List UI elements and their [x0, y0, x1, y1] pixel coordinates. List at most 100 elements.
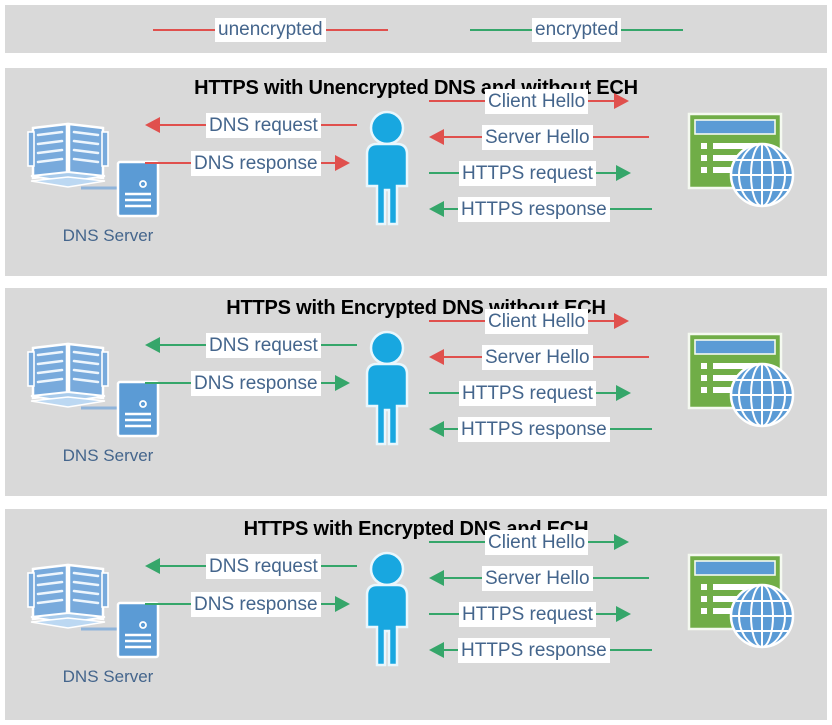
dns-server-node: DNS Server	[23, 557, 193, 686]
flow-label: Client Hello	[485, 88, 589, 114]
arrow-head-left	[145, 558, 160, 574]
flow-arrow-left: DNS request	[145, 553, 365, 579]
legend-line-encrypted-right	[621, 29, 684, 31]
arrow-head-right	[615, 385, 631, 401]
flow-arrow-right: HTTPS request	[429, 160, 691, 186]
flow-arrow-left: HTTPS response	[429, 637, 691, 663]
website-icon	[687, 112, 795, 208]
arrow-line	[444, 356, 482, 358]
flow-label: HTTPS request	[459, 380, 596, 406]
arrow-line	[444, 136, 482, 138]
server-rack-icon	[116, 160, 160, 218]
person-body	[365, 583, 409, 667]
arrow-line	[444, 208, 458, 210]
arrow-line	[609, 208, 652, 210]
dns-server-icon	[27, 342, 160, 438]
arrow-line	[592, 136, 649, 138]
arrow-line	[320, 565, 357, 567]
flow-arrow-right: DNS response	[145, 591, 365, 617]
arrow-line	[320, 162, 335, 164]
arrow-line	[145, 162, 191, 164]
person-head	[369, 110, 405, 146]
user-person-icon	[365, 110, 409, 226]
arrow-line	[429, 320, 485, 322]
flow-arrow-right: DNS response	[145, 150, 365, 176]
arrow-head-left	[429, 421, 444, 437]
client-user-node	[355, 330, 419, 448]
arrow-head-right	[614, 313, 630, 329]
arrow-line	[429, 100, 485, 102]
arrow-line	[444, 649, 458, 651]
flow-label: Client Hello	[485, 529, 589, 555]
person-body	[365, 142, 409, 226]
client-user-node	[355, 110, 419, 228]
server-rack-icon	[116, 380, 160, 438]
arrow-line	[588, 100, 615, 102]
scenario-panel-2: HTTPS with Encrypted DNS without ECH	[5, 288, 827, 496]
flow-arrow-left: DNS request	[145, 112, 365, 138]
flow-arrow-right: Client Hello	[429, 529, 691, 555]
arrow-line	[160, 565, 206, 567]
flow-label: DNS request	[206, 112, 321, 138]
arrow-head-right	[614, 93, 630, 109]
flow-arrow-right: HTTPS request	[429, 380, 691, 406]
person-head	[369, 551, 405, 587]
globe-icon	[729, 142, 795, 208]
server-rack-icon	[116, 601, 160, 659]
arrow-line	[592, 577, 649, 579]
arrow-head-left	[429, 129, 444, 145]
person-body	[365, 362, 409, 446]
website-node: somewebsite.com	[687, 332, 807, 432]
arrow-head-left	[145, 117, 160, 133]
arrow-line	[595, 172, 616, 174]
flow-arrow-left: HTTPS response	[429, 416, 691, 442]
arrow-line	[429, 541, 485, 543]
flow-arrow-left: Server Hello	[429, 344, 691, 370]
client-user-node	[355, 551, 419, 669]
legend-line-encrypted	[470, 29, 532, 31]
scenario-panel-1: HTTPS with Unencrypted DNS and without E…	[5, 68, 827, 276]
panel-title: HTTPS with Unencrypted DNS and without E…	[194, 77, 638, 99]
arrow-head-right	[615, 165, 631, 181]
flow-label: HTTPS response	[458, 196, 610, 222]
legend-label-encrypted: encrypted	[532, 18, 622, 42]
arrow-head-right	[334, 155, 350, 171]
scenario-panel-3: HTTPS with Encrypted DNS and ECH	[5, 509, 827, 720]
browser-address-bar	[694, 119, 776, 135]
flow-arrow-right: HTTPS request	[429, 601, 691, 627]
flow-arrow-left: HTTPS response	[429, 196, 691, 222]
flow-label: DNS response	[191, 591, 321, 617]
flow-arrow-right: Client Hello	[429, 88, 691, 114]
legend-line-unencrypted	[153, 29, 215, 31]
book-icon	[27, 122, 109, 188]
arrow-head-right	[615, 606, 631, 622]
user-person-icon	[365, 330, 409, 446]
person-head	[369, 330, 405, 366]
arrow-line	[588, 541, 615, 543]
legend-line-unencrypted-right	[325, 29, 388, 31]
flow-label: DNS request	[206, 553, 321, 579]
arrow-line	[592, 356, 649, 358]
arrow-line	[609, 428, 652, 430]
flow-label: Server Hello	[482, 124, 593, 150]
arrow-line	[595, 613, 616, 615]
website-icon	[687, 553, 795, 649]
globe-icon	[729, 362, 795, 428]
legend-item-unencrypted: unencrypted	[153, 16, 388, 44]
flow-label: Client Hello	[485, 308, 589, 334]
flow-label: HTTPS response	[458, 637, 610, 663]
arrow-line	[160, 124, 206, 126]
arrow-head-left	[429, 201, 444, 217]
arrow-head-left	[429, 642, 444, 658]
arrow-head-right	[614, 534, 630, 550]
arrow-line	[595, 392, 616, 394]
legend-label-unencrypted: unencrypted	[215, 18, 326, 42]
panel-title: HTTPS with Encrypted DNS and ECH	[243, 518, 589, 540]
arrow-head-left	[145, 337, 160, 353]
arrow-line	[588, 320, 615, 322]
flow-label: HTTPS request	[459, 160, 596, 186]
flow-label: HTTPS response	[458, 416, 610, 442]
website-node: somewebsite.com	[687, 112, 807, 212]
flow-arrow-left: Server Hello	[429, 565, 691, 591]
